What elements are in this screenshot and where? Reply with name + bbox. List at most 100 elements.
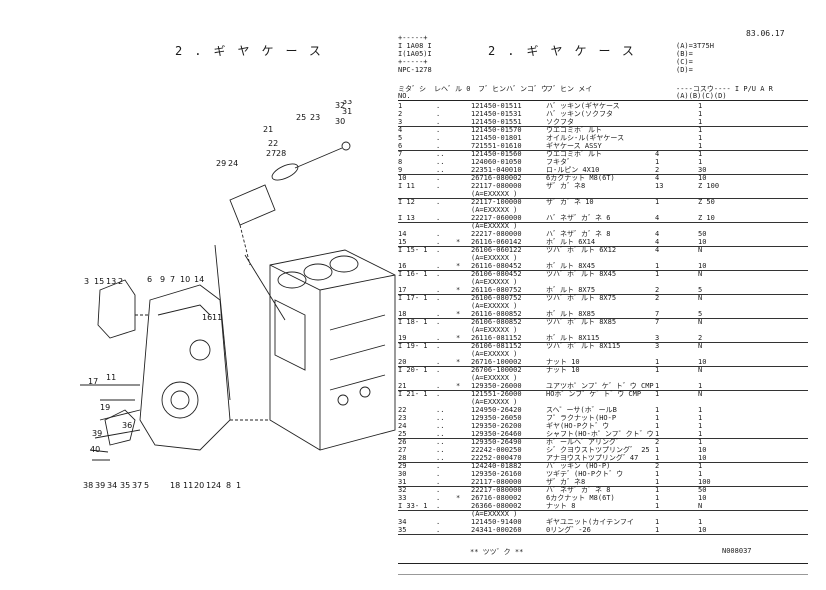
callout-2: 2: [118, 277, 123, 286]
row-part-number: 22252-000470: [471, 454, 522, 462]
row-index: 7: [398, 150, 403, 158]
row-level: ..: [436, 414, 445, 422]
model-c: (C)=: [676, 58, 693, 66]
row-part-number: 124950-26420: [471, 406, 522, 414]
row-part-number: 129350-26050: [471, 414, 522, 422]
row-part-name: ウエコミホ゛ルト: [546, 126, 602, 134]
row-index: 30: [398, 470, 407, 478]
row-index: 24: [398, 422, 407, 430]
row-pu: 100: [698, 478, 711, 486]
row-index: I 15- 1: [398, 246, 428, 254]
row-quantity: 4: [655, 214, 660, 222]
callout-37: 37: [132, 481, 142, 490]
callout-38: 38: [83, 481, 93, 490]
row-index: 23: [398, 414, 407, 422]
row-level: ..: [436, 166, 445, 174]
table-row: (A=EXXXXX ): [398, 206, 808, 214]
row-part-name: ザ゛カ゛ネ8: [546, 478, 586, 486]
row-part-name: ツハ゛ホ゛ルト 8X85: [546, 318, 617, 326]
row-part-number: 121450-01511: [471, 102, 522, 110]
callout-9: 9: [160, 275, 165, 284]
table-row: (A=EXXXXX ): [398, 254, 808, 262]
row-part-number: 26106-080452: [471, 270, 522, 278]
row-quantity: 2: [655, 286, 660, 294]
row-level: .: [436, 462, 441, 470]
row-level: ..: [436, 454, 445, 462]
row-star: *: [456, 358, 461, 366]
row-level: .: [436, 382, 441, 390]
row-level: .: [436, 246, 441, 254]
row-part-number: (A=EXXXXX ): [471, 326, 518, 334]
row-index: 28: [398, 454, 407, 462]
callout-10: 10: [180, 275, 190, 284]
row-index: I 19- 1: [398, 342, 428, 350]
row-quantity: 1: [655, 478, 660, 486]
row-level: .: [436, 334, 441, 342]
row-pu: 5: [698, 286, 703, 294]
row-part-name: ザ゛カ゛ネ 10: [546, 198, 594, 206]
section-title: 2.ギヤケース: [488, 44, 646, 58]
row-level: .: [436, 126, 441, 134]
row-pu: N: [698, 246, 703, 254]
bottom-rule-2: [398, 574, 808, 575]
row-part-name: HOホ゜ンフ゜ケ゛ト゛ウ CMP: [546, 390, 642, 398]
row-index: 14: [398, 230, 407, 238]
row-part-number: 129350-26200: [471, 422, 522, 430]
row-quantity: 1: [655, 270, 660, 278]
row-level: .: [436, 486, 441, 494]
row-index: 5: [398, 134, 403, 142]
row-part-number: 26116-080452: [471, 262, 522, 270]
row-index: I 12: [398, 198, 415, 206]
row-level: .: [436, 342, 441, 350]
bottom-rule-1: [398, 563, 808, 564]
row-part-name: 6カクナット M8(6T): [546, 494, 615, 502]
row-quantity: 1: [655, 446, 660, 454]
row-part-name: ツハ゛ホ゛ルト 6X12: [546, 246, 617, 254]
callout-21: 21: [263, 125, 273, 134]
callout-34: 34: [107, 481, 117, 490]
row-level: .: [436, 102, 441, 110]
row-index: I 11: [398, 182, 415, 190]
row-part-name: ハ゛ネザ゛カ゛ネ 8: [546, 230, 611, 238]
row-part-name: ハ゛ネザ゛カ゛ネ 8: [546, 486, 611, 494]
col-abcd-header: (A)(B)(C)(D): [676, 92, 727, 100]
row-level: ..: [436, 438, 445, 446]
row-part-number: (A=EXXXXX ): [471, 302, 518, 310]
row-level: .: [436, 518, 441, 526]
row-part-number: 22217-060000: [471, 214, 522, 222]
box-line: +-----+: [398, 58, 428, 66]
callout-28: 28: [276, 149, 286, 158]
table-row: (A=EXXXXX ): [398, 222, 808, 230]
box-line: NPC-1278: [398, 66, 432, 74]
row-part-number: 22117-080000: [471, 182, 522, 190]
row-part-name: ザ゛カ゛ネ8: [546, 182, 586, 190]
row-pu: 1: [698, 118, 703, 126]
callout-32: 32: [335, 101, 345, 110]
row-part-number: 22351-040010: [471, 166, 522, 174]
row-part-name: ナット 8: [546, 502, 576, 510]
row-part-name: ナット 10: [546, 366, 580, 374]
row-quantity: 1: [655, 262, 660, 270]
row-pu: Z 10: [698, 214, 715, 222]
callout-14: 14: [194, 275, 204, 284]
row-part-name: スヘ゜ーサ(ホ゛ールB: [546, 406, 617, 414]
row-pu: Z 100: [698, 182, 720, 190]
row-part-name: ウエコミホ゛ルト: [546, 150, 602, 158]
callout-31: 31: [342, 107, 352, 116]
row-level: .: [436, 182, 441, 190]
row-quantity: 4: [655, 238, 660, 246]
gear-case-outline: [139, 284, 231, 451]
callout-17: 17: [88, 377, 98, 386]
row-quantity: 1: [655, 454, 660, 462]
callout-27: 27: [266, 149, 276, 158]
